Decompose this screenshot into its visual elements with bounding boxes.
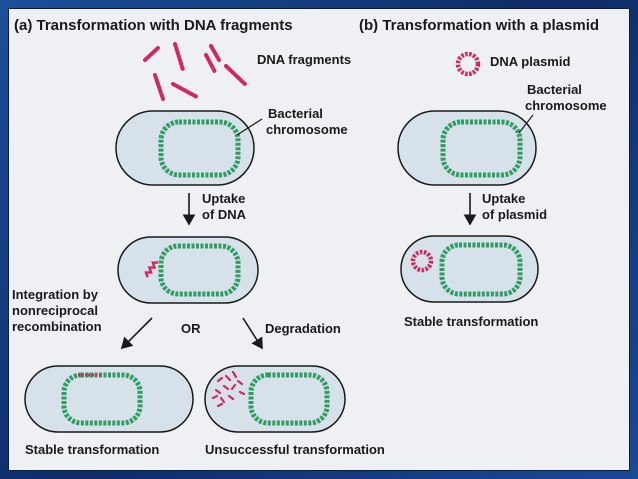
cell-b1 (397, 110, 537, 186)
bacterial-chromosome-a3 (61, 372, 143, 426)
integration-label-2: nonreciprocal (12, 303, 98, 318)
chromosome-pointer-b (518, 114, 534, 134)
cell-a2 (117, 236, 259, 304)
degraded-dna-pieces (211, 370, 246, 408)
uptake-label-b1: Uptake (482, 191, 525, 206)
chromosome-label-b: chromosome (525, 98, 607, 113)
dna-fragment-inside (144, 261, 158, 278)
uptake-label-a1: Uptake (202, 191, 245, 206)
cell-a4 (204, 365, 346, 433)
degradation-arrow (242, 317, 263, 350)
chromosome-label-a: chromosome (266, 122, 348, 137)
bacterial-chromosome-a4 (248, 372, 330, 426)
panel-b-header: (b) Transformation with a plasmid (359, 17, 599, 34)
plasmid-inside-cell (410, 249, 434, 273)
stable-transformation-label-a: Stable transformation (25, 442, 159, 457)
cell-a3 (24, 365, 194, 433)
stable-transformation-label-b: Stable transformation (404, 314, 538, 329)
cell-b2 (400, 235, 539, 303)
panel-a-header: (a) Transformation with DNA fragments (14, 17, 293, 34)
bacterial-chromosome-a1 (158, 119, 241, 178)
bacterial-chromosome-b1 (440, 119, 523, 178)
uptake-label-a2: of DNA (202, 207, 247, 222)
dna-fragments-label: DNA fragments (257, 52, 351, 67)
bacterial-chromosome-b2 (439, 242, 523, 297)
integration-label-3: recombination (12, 319, 102, 334)
uptake-label-b2: of plasmid (482, 207, 547, 222)
degradation-label: Degradation (265, 321, 341, 336)
unsuccessful-transformation-label: Unsuccessful transformation (205, 442, 385, 457)
cell-a1 (115, 110, 255, 186)
bacterial-label-a: Bacterial (268, 106, 323, 121)
integration-arrow (120, 317, 153, 350)
integration-label-1: Integration by (12, 287, 99, 302)
dna-plasmid-label: DNA plasmid (490, 54, 570, 69)
or-label: OR (181, 321, 201, 336)
dna-plasmid (455, 51, 481, 77)
bacterial-chromosome-a2 (158, 243, 241, 297)
bacterial-label-b: Bacterial (527, 82, 582, 97)
chromosome-pointer-a (236, 118, 263, 136)
dna-fragments (143, 42, 248, 101)
